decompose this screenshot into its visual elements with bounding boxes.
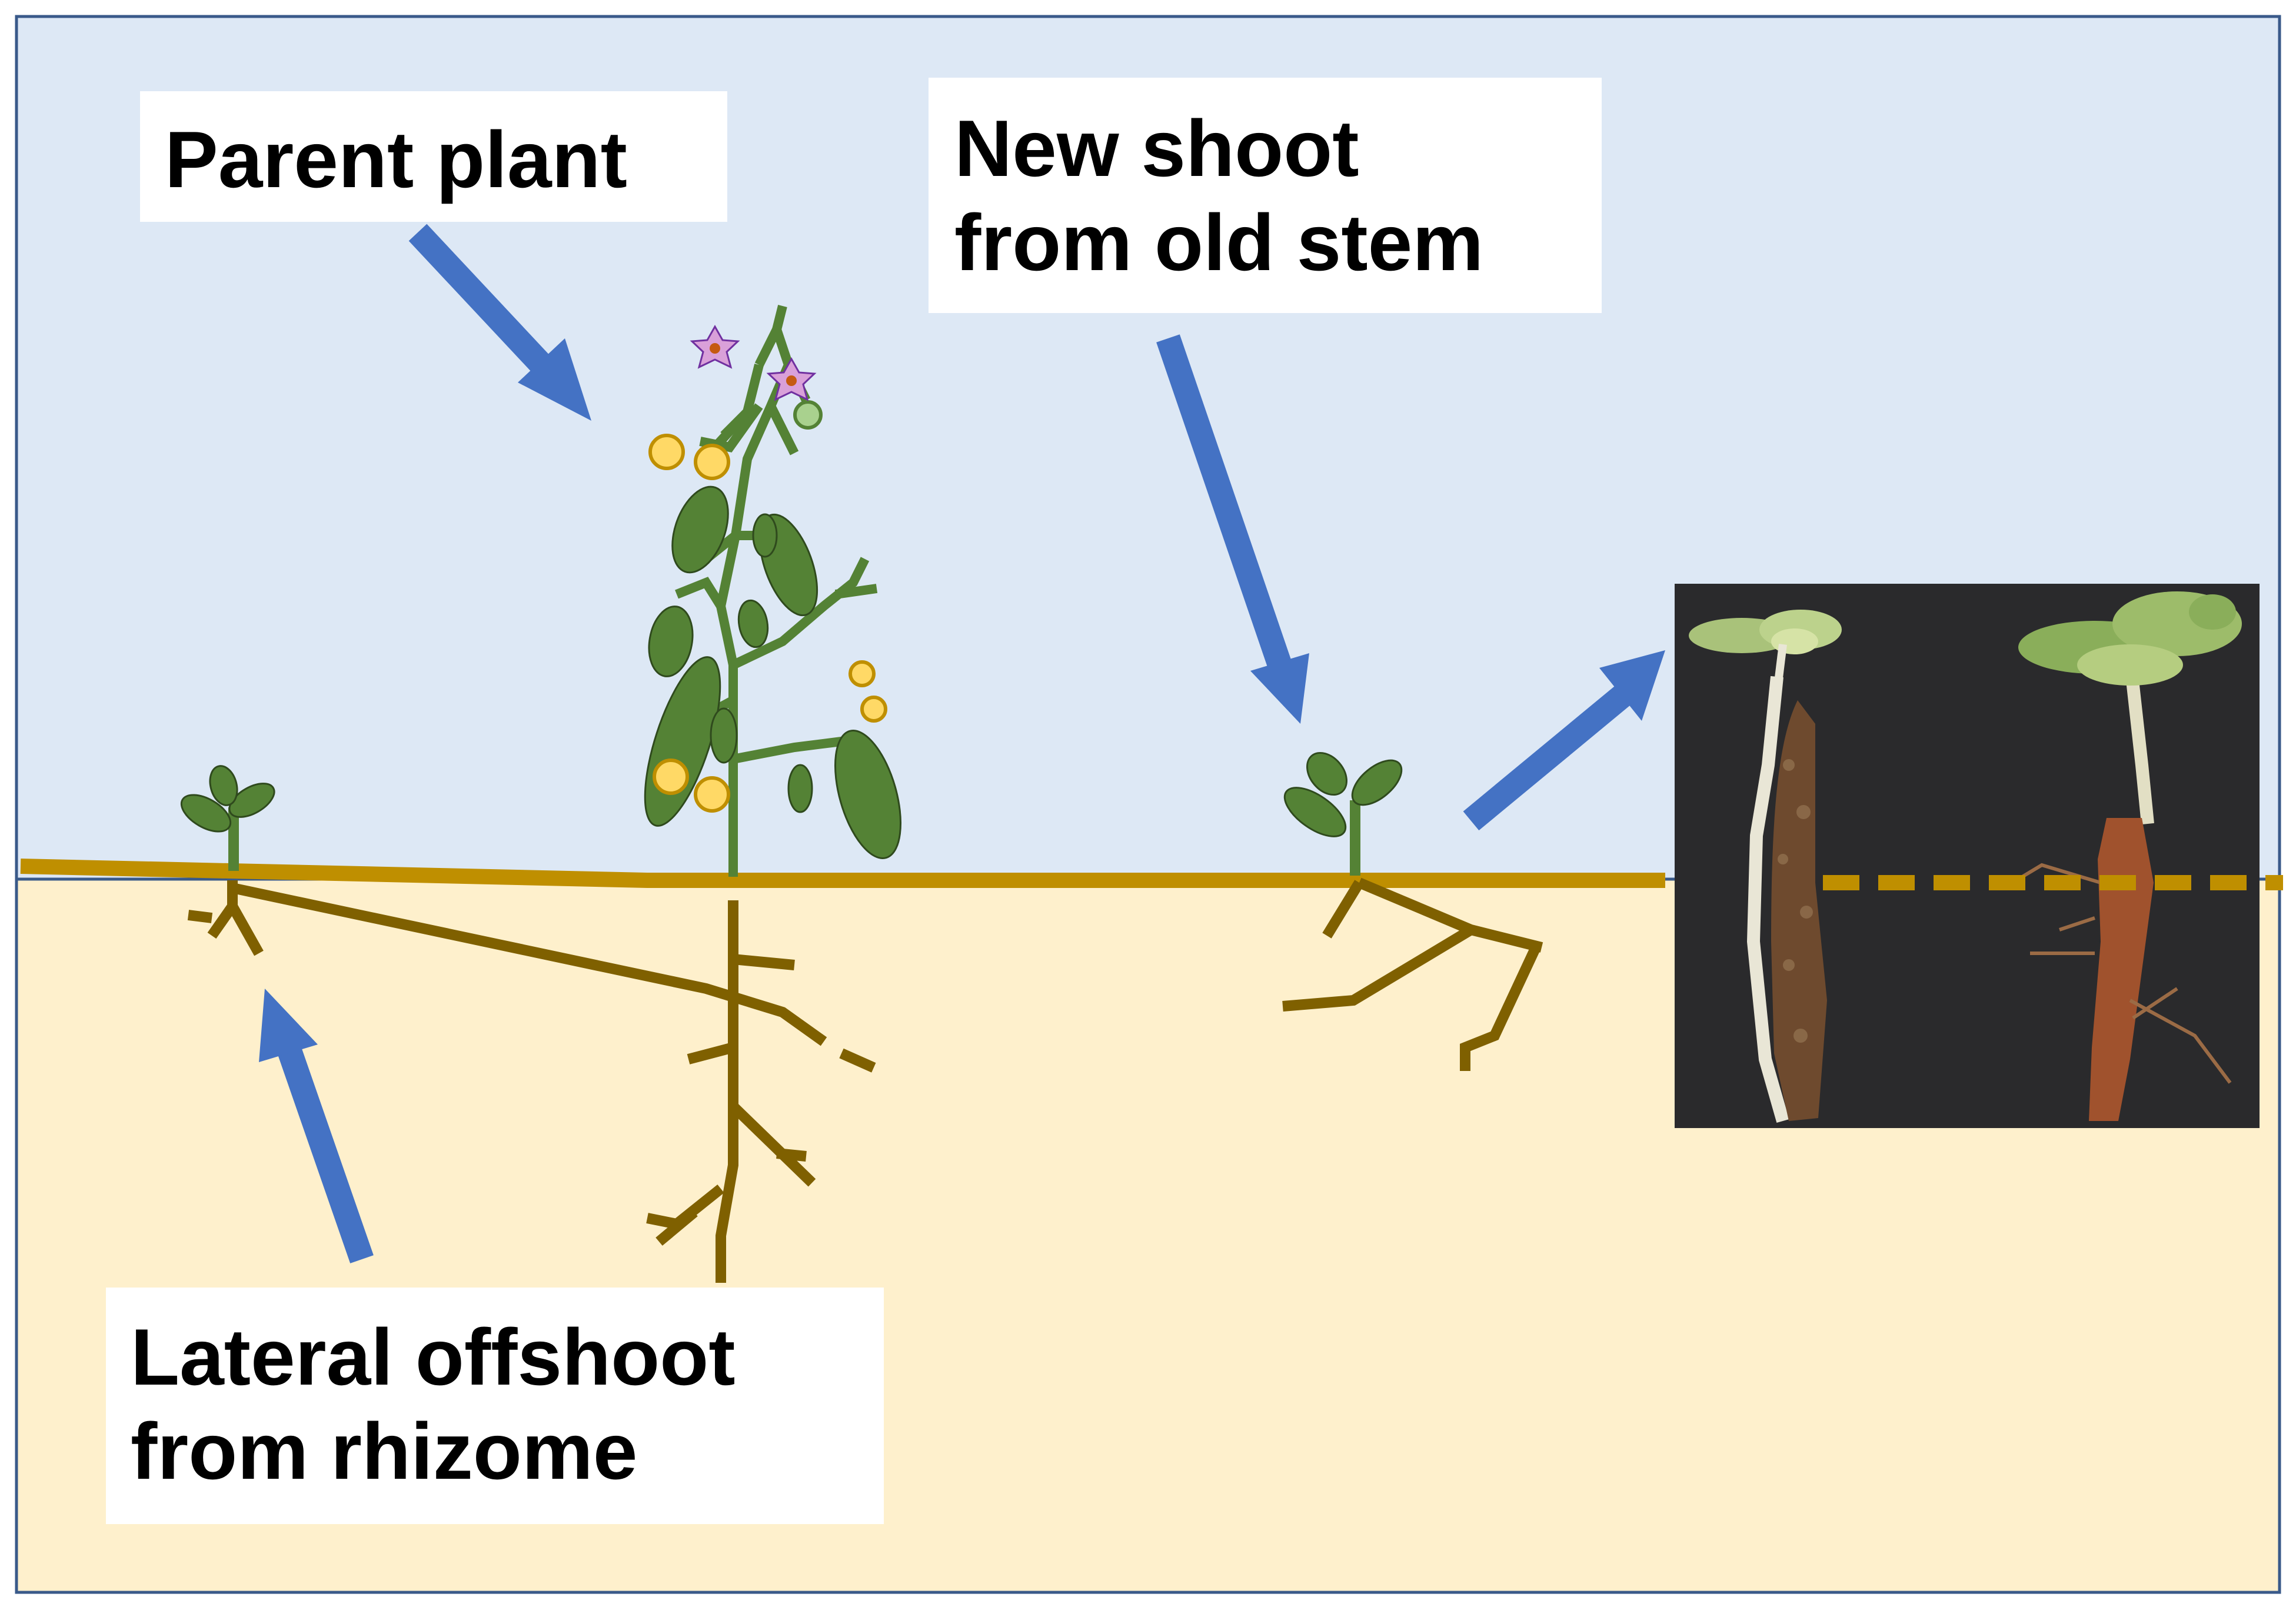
arrow-icon xyxy=(1463,650,1665,831)
new-shoot-seedling xyxy=(1283,751,1403,876)
label-lateral-offshoot: Lateral offshoot from rhizome xyxy=(106,1288,884,1524)
lateral-seedling xyxy=(180,765,275,871)
label-parent-plant-text: Parent plant xyxy=(165,115,627,204)
photo-inset xyxy=(1675,584,2260,1128)
label-new-shoot-line1: New shoot xyxy=(954,104,1359,193)
label-new-shoot: New shoot from old stem xyxy=(929,78,1602,313)
arrow-icon xyxy=(408,224,591,421)
label-new-shoot-line2: from old stem xyxy=(954,198,1484,288)
label-parent-plant: Parent plant xyxy=(140,91,727,222)
arrow-icon xyxy=(1156,334,1309,724)
label-lateral-line1: Lateral offshoot xyxy=(131,1312,736,1402)
root-system xyxy=(187,877,1543,1283)
arrows xyxy=(259,224,1665,1263)
arrow-icon xyxy=(259,989,374,1263)
label-lateral-line2: from rhizome xyxy=(131,1406,638,1496)
parent-plant xyxy=(644,305,902,877)
